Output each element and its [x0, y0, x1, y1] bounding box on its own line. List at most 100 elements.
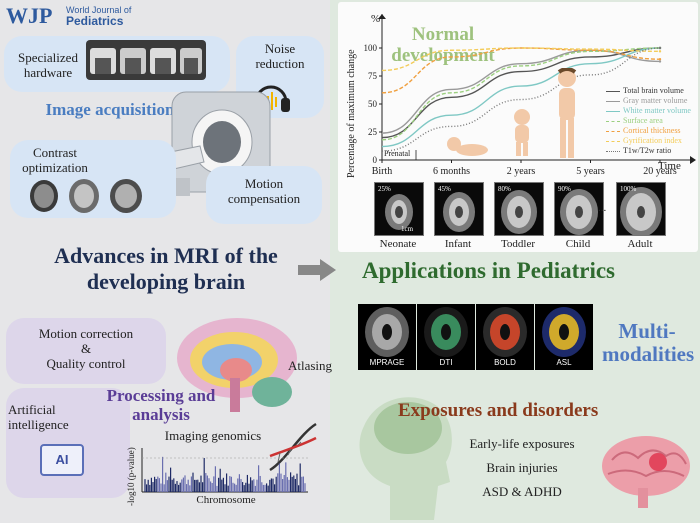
- brain-slice-icon: [501, 190, 537, 234]
- contrast-brains-icon: [30, 179, 142, 213]
- y-axis-arrow: [378, 14, 386, 19]
- modality-label: MPRAGE: [369, 358, 405, 367]
- atlasing-label: Atlasing: [287, 358, 333, 373]
- brain-stage-label: Neonate: [379, 238, 417, 250]
- modality-brain-icon: [483, 307, 527, 357]
- atlas-brain-icon: [177, 318, 297, 412]
- legend-entry: White matter volume: [606, 106, 691, 116]
- x-tick-label: 5 years: [576, 166, 605, 177]
- child-icon: [557, 68, 577, 158]
- dna-icon: [269, 422, 317, 472]
- manhattan-ylabel-text: -log10 (p-value): [126, 447, 136, 506]
- y-axis-label-text: Percentage of maximum change: [346, 49, 357, 178]
- series-line: [381, 47, 661, 72]
- baby-icon: [447, 137, 488, 156]
- modality-image: DTI: [417, 304, 475, 370]
- brain-slice-icon: [385, 194, 413, 230]
- brain-stage-image: 100%: [616, 182, 666, 237]
- x-axis-label: Time: [658, 160, 681, 172]
- contrast-label: Contrast optimization: [22, 145, 88, 175]
- y-unit: %: [371, 13, 381, 25]
- brain-stage-percent: 45%: [438, 185, 451, 193]
- brain-stage-percent: 100%: [620, 185, 637, 193]
- multi-title: Multi-modalities: [602, 319, 695, 366]
- exposures-title: Exposures and disorders: [398, 400, 599, 421]
- y-tick-label: 25: [368, 127, 378, 137]
- modality-label: ASL: [556, 358, 572, 367]
- legend-swatch: [606, 100, 620, 102]
- applications-title: Applications in Pediatrics: [362, 258, 616, 283]
- legend-swatch: [606, 110, 620, 112]
- journal-line2: Pediatrics: [66, 14, 124, 28]
- ellipsis: ...: [598, 202, 607, 214]
- ai-label: Artificial intelligence: [8, 402, 69, 432]
- legend-label: T1w/T2w ratio: [623, 146, 672, 155]
- head-silhouette-icon: [359, 397, 452, 520]
- legend-entry: Gray matter volume: [606, 96, 691, 106]
- modality-image: MPRAGE: [358, 304, 416, 370]
- legend-label: Gray matter volume: [623, 96, 688, 105]
- manhattan-xlabel: Chromosome: [196, 494, 256, 506]
- legend-entry: T1w/T2w ratio: [606, 146, 691, 156]
- coil-icon: [90, 48, 202, 74]
- injured-brain-icon: [602, 436, 690, 508]
- legend-label: Gyrification index: [623, 136, 682, 145]
- arrow-right-icon: [298, 259, 336, 281]
- brain-stage-label: Toddler: [500, 238, 536, 250]
- legend-swatch: [606, 150, 620, 152]
- ai-chip-icon: AI: [40, 444, 84, 476]
- series-end-point: [658, 50, 662, 53]
- prenatal-label: Prenatal: [384, 149, 411, 158]
- modality-image: ASL: [535, 304, 593, 370]
- brain-stage-image: 90%: [554, 182, 604, 236]
- brain-stage-image: 80%: [494, 182, 544, 236]
- hardware-label: Specialized hardware: [18, 50, 78, 80]
- series-line: [381, 47, 661, 139]
- x-tick-label: 6 months: [433, 166, 470, 177]
- series-line: [381, 47, 661, 148]
- modality-brain-icon: [424, 307, 468, 357]
- x-axis-arrow: [690, 156, 696, 164]
- brain-stage-percent: 80%: [498, 185, 511, 193]
- modality-brain-icon: [542, 307, 586, 357]
- modality-label: DTI: [439, 358, 453, 367]
- brain-stage-image: 25%1cm: [374, 182, 424, 236]
- legend-swatch: [606, 130, 620, 132]
- legend-entry: Total brain volume: [606, 86, 691, 96]
- brain-stage-label: Infant: [444, 238, 472, 250]
- brain-slice-icon: [443, 192, 475, 232]
- manhattan-ylabel: -log10 (p-value): [126, 446, 140, 506]
- coil-image: [86, 40, 206, 80]
- brain-stage-percent: 90%: [558, 185, 571, 193]
- modality-image: BOLD: [476, 304, 534, 370]
- y-tick-label: 75: [368, 71, 378, 81]
- brain-slice-icon: [620, 187, 662, 237]
- y-tick-label: 100: [364, 43, 378, 53]
- toddler-icon: [514, 109, 530, 156]
- processing-title: Processing and analysis: [106, 386, 216, 424]
- legend-label: Surface area: [623, 116, 663, 125]
- series-end-point: [658, 46, 662, 50]
- brain-stage-percent: 25%: [378, 185, 391, 193]
- main-title: Advances in MRI of the developing brain: [54, 243, 278, 294]
- modalities-strip: MPRAGE DTI BOLD ASL: [358, 304, 594, 370]
- y-tick-label: 0: [373, 155, 378, 165]
- x-tick-label: 2 years: [507, 166, 536, 177]
- exposure-item-3: ASD & ADHD: [482, 484, 562, 499]
- legend-label: White matter volume: [623, 106, 691, 115]
- acquisition-title: Image acquisition: [45, 100, 175, 119]
- series-end-point: [658, 60, 662, 63]
- brain-stage-label: Adult: [627, 238, 653, 250]
- brain-slice-icon: [560, 189, 598, 235]
- exposure-item-2: Brain injuries: [486, 460, 558, 475]
- y-axis-label: Percentage of maximum change: [346, 30, 358, 180]
- modality-brain-icon: [365, 307, 409, 357]
- legend-swatch: [606, 140, 620, 142]
- journal-line1: World Journal of: [66, 5, 132, 15]
- y-tick-label: 50: [368, 99, 378, 109]
- journal-logo-text: WJP: [6, 3, 53, 28]
- legend-label: Cortical thickness: [623, 126, 681, 135]
- x-tick-label: 20 years: [643, 166, 677, 177]
